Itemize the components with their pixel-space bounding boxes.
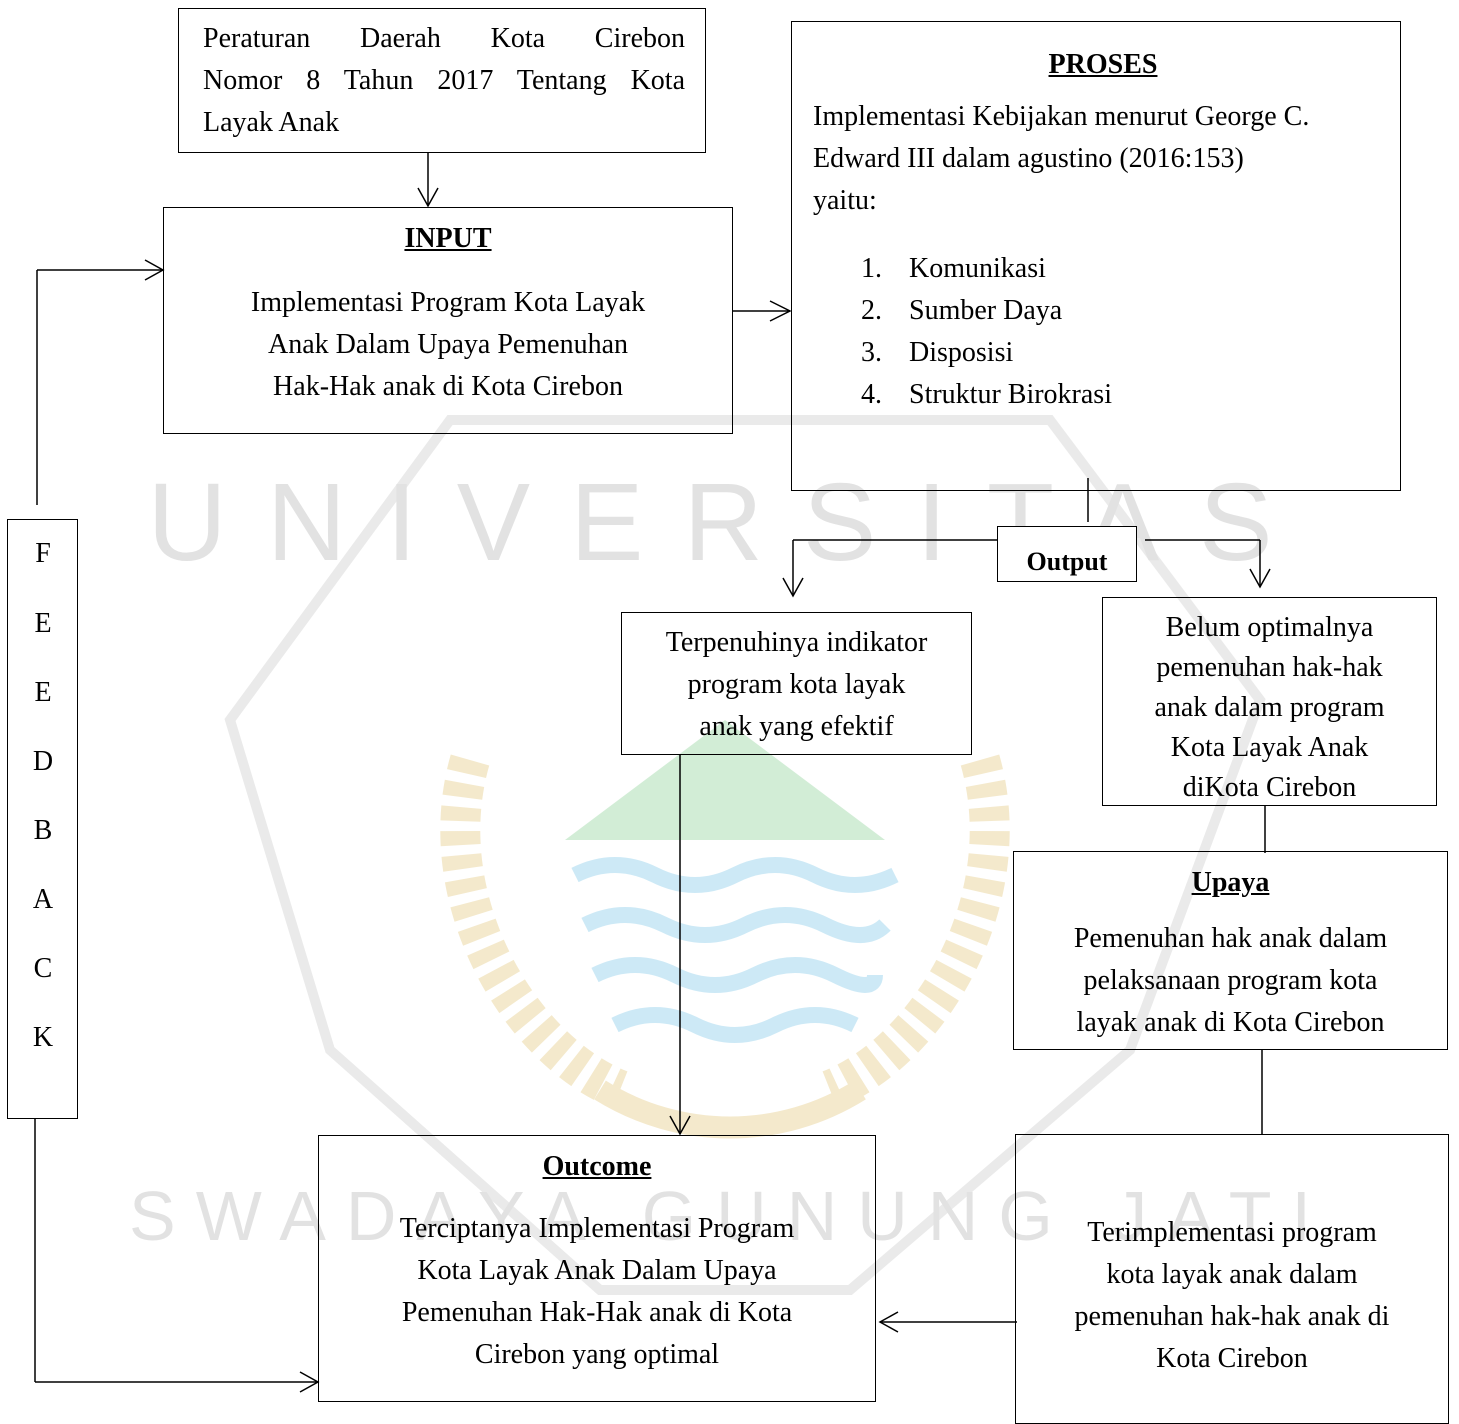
output-box bbox=[997, 526, 1137, 582]
input-box bbox=[163, 207, 733, 434]
emblem-bottom-text: SWADAYA GUNUNG JATI bbox=[129, 1177, 1331, 1255]
emblem-mountain bbox=[565, 720, 885, 840]
implementation-factor-list: 1.Komunikasi 2.Sumber Daya 3.Disposisi 4… bbox=[813, 248, 1393, 416]
emblem-wreath bbox=[440, 754, 1010, 1139]
effective-line: Terpenuhinya indikator bbox=[665, 627, 928, 658]
regulation-text: Peraturan Daerah Kota Cirebon Nomor 8 Ta… bbox=[203, 18, 685, 144]
implemented-line: Kota Cirebon bbox=[1156, 1343, 1308, 1374]
not-optimal-line: diKota Cirebon bbox=[1182, 772, 1357, 803]
process-line: Edward III dalam agustino (2016:153) bbox=[813, 143, 1244, 174]
regulation-line: Layak Anak bbox=[203, 107, 340, 138]
process-line: Implementasi Kebijakan menurut George C. bbox=[813, 101, 1310, 132]
feedback-letter: D bbox=[32, 746, 54, 777]
implemented-line: Terimplementasi program bbox=[1087, 1217, 1377, 1248]
factor-item: 3.Disposisi bbox=[861, 337, 1014, 368]
not-optimal-line: Kota Layak Anak bbox=[1170, 732, 1369, 763]
feedback-letter: B bbox=[33, 815, 53, 846]
factor-item: 1.Komunikasi bbox=[861, 253, 1046, 284]
feedback-letter: A bbox=[32, 884, 54, 915]
effort-line: Pemenuhan hak anak dalam bbox=[1073, 923, 1388, 954]
emblem-waves bbox=[571, 857, 899, 1043]
effective-content: Terpenuhinya indikator program kota laya… bbox=[621, 622, 972, 748]
outcome-line: Terciptanya Implementasi Program bbox=[399, 1213, 795, 1244]
outcome-line: Cirebon yang optimal bbox=[474, 1339, 720, 1370]
regulation-line: Peraturan Daerah Kota Cirebon bbox=[203, 23, 685, 54]
effort-content: Upaya Pemenuhan hak anak dalam pelaksana… bbox=[1013, 862, 1448, 1048]
effective-line: anak yang efektif bbox=[699, 711, 894, 742]
outcome-box bbox=[318, 1135, 876, 1402]
effort-line: layak anak di Kota Cirebon bbox=[1076, 1007, 1385, 1038]
feedback-box: F E E D B A C K bbox=[7, 519, 78, 1119]
feedback-letter: K bbox=[32, 1022, 54, 1053]
input-title: INPUT bbox=[404, 223, 492, 254]
feedback-letter: E bbox=[34, 608, 52, 639]
not-optimal-line: pemenuhan hak-hak bbox=[1156, 652, 1383, 683]
outcome-line: Kota Layak Anak Dalam Upaya bbox=[417, 1255, 777, 1286]
outcome-line: Pemenuhan Hak-Hak anak di Kota bbox=[401, 1297, 793, 1328]
not-optimal-box bbox=[1102, 597, 1437, 806]
implemented-content: Terimplementasi program kota layak anak … bbox=[1015, 1212, 1449, 1380]
effective-box bbox=[621, 612, 972, 755]
output-label: Output bbox=[1026, 547, 1108, 576]
process-content: PROSES Implementasi Kebijakan menurut Ge… bbox=[813, 44, 1393, 416]
not-optimal-line: Belum optimalnya bbox=[1165, 612, 1374, 643]
outcome-content: Outcome Terciptanya Implementasi Program… bbox=[318, 1146, 876, 1376]
not-optimal-content: Belum optimalnya pemenuhan hak-hak anak … bbox=[1102, 608, 1437, 808]
feedback-letter: C bbox=[33, 953, 53, 984]
effort-box bbox=[1013, 851, 1448, 1050]
regulation-line: Nomor 8 Tahun 2017 Tentang Kota bbox=[203, 65, 685, 96]
effort-title: Upaya bbox=[1191, 867, 1270, 898]
factor-item: 4.Struktur Birokrasi bbox=[861, 379, 1112, 410]
feedback-letter: E bbox=[34, 677, 52, 708]
input-line: Implementasi Program Kota Layak bbox=[250, 287, 646, 318]
not-optimal-line: anak dalam program bbox=[1154, 692, 1385, 723]
factor-item: 2.Sumber Daya bbox=[861, 295, 1063, 326]
process-box bbox=[791, 21, 1401, 491]
input-line: Hak-Hak anak di Kota Cirebon bbox=[273, 371, 623, 402]
regulation-box bbox=[178, 8, 706, 153]
outcome-title: Outcome bbox=[542, 1151, 652, 1182]
feedback-letter: F bbox=[35, 538, 51, 569]
input-line: Anak Dalam Upaya Pemenuhan bbox=[268, 329, 628, 360]
process-line: yaitu: bbox=[813, 185, 877, 216]
emblem-outer-ring bbox=[224, 415, 1266, 1295]
effective-line: program kota layak bbox=[687, 669, 906, 700]
effort-line: pelaksanaan program kota bbox=[1083, 965, 1378, 996]
process-title: PROSES bbox=[1048, 49, 1158, 80]
input-content: INPUT Implementasi Program Kota Layak An… bbox=[163, 218, 733, 408]
implemented-line: kota layak anak dalam bbox=[1106, 1259, 1358, 1290]
implemented-line: pemenuhan hak-hak anak di bbox=[1074, 1301, 1390, 1332]
